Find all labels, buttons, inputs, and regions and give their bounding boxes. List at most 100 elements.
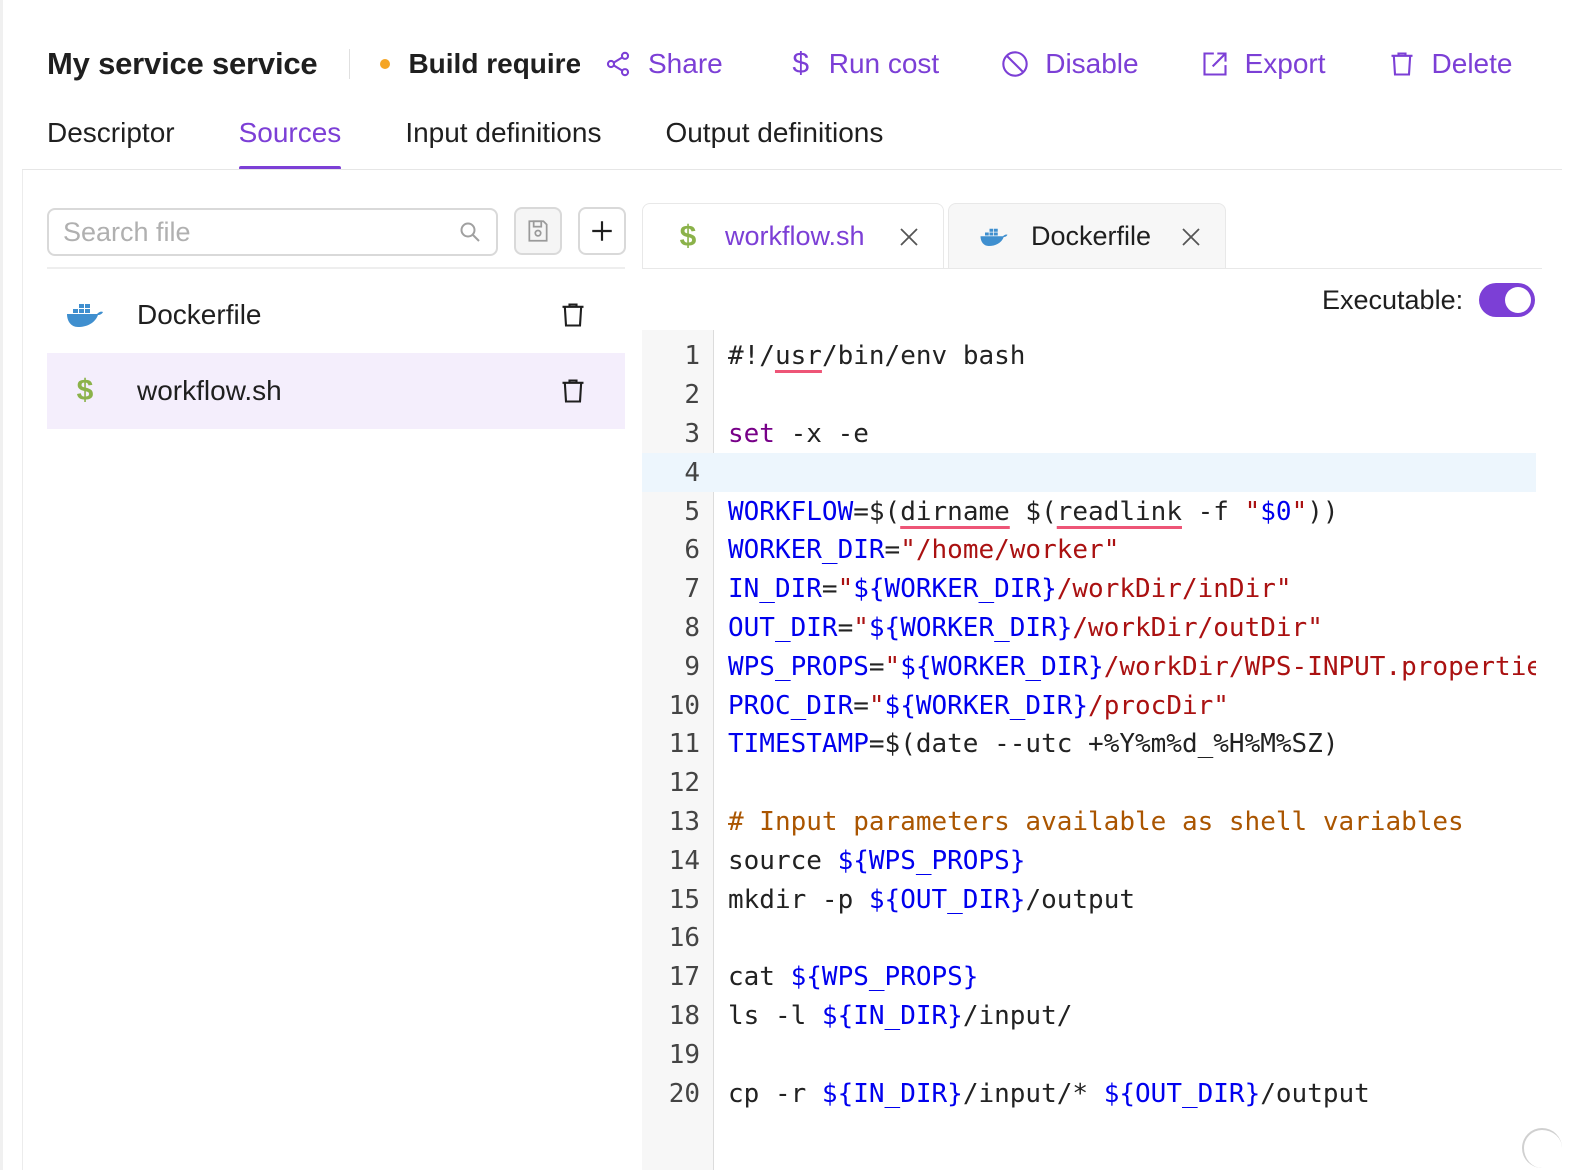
disable-button[interactable]: Disable <box>1001 48 1139 80</box>
page-header: My service service Build required Share … <box>47 38 1547 90</box>
line-number: 14 <box>668 845 700 876</box>
status-dot-icon <box>380 59 391 69</box>
code-text: set -x -e <box>728 419 869 449</box>
tab-descriptor[interactable]: Descriptor <box>47 117 175 148</box>
code-token: /workDir/outDir" <box>1072 612 1323 643</box>
service-tabs: Descriptor Sources Input definitions Out… <box>47 108 883 170</box>
code-token: WORKFLOW <box>728 496 854 527</box>
delete-file-icon[interactable] <box>559 377 587 405</box>
file-item-workflow-sh[interactable]: $ workflow.sh <box>47 353 625 429</box>
tab-sources[interactable]: Sources <box>238 108 341 170</box>
code-line[interactable]: 19 <box>642 1035 1536 1074</box>
code-token: = <box>884 535 901 566</box>
line-number: 17 <box>668 962 700 993</box>
code-token: = <box>868 651 885 682</box>
dollar-icon: $ <box>76 374 94 407</box>
line-number: 11 <box>668 729 700 760</box>
code-text: ls -l ${IN_DIR}/input/ <box>728 1001 1072 1031</box>
code-text: PROC_DIR="${WORKER_DIR}/procDir" <box>728 691 1229 721</box>
trash-icon <box>1391 52 1413 76</box>
code-token: ${IN_DIR} <box>821 1078 963 1109</box>
line-number: 12 <box>668 768 700 799</box>
code-token: $0 <box>1260 496 1292 527</box>
code-text: cp -r ${IN_DIR}/input/* ${OUT_DIR}/outpu… <box>728 1079 1370 1109</box>
toggle-knob <box>1505 287 1532 313</box>
code-token: )) <box>1307 496 1339 527</box>
code-text: # Input parameters available as shell va… <box>728 807 1464 837</box>
editor-tab-workflow-sh[interactable]: $ workflow.sh <box>642 203 944 269</box>
code-token: /procDir" <box>1088 690 1229 721</box>
dollar-icon: $ <box>792 47 810 80</box>
code-token: /output <box>1260 1078 1370 1109</box>
code-line[interactable]: 17 cat ${WPS_PROPS} <box>642 958 1536 997</box>
file-list: Dockerfile $ workflow.sh <box>47 277 625 429</box>
code-line[interactable]: 12 <box>642 764 1536 803</box>
code-line[interactable]: 1#!/usr/bin/env bash <box>642 337 1536 376</box>
editor-tab-label: workflow.sh <box>725 221 865 251</box>
close-icon[interactable] <box>1179 225 1203 249</box>
code-token: dirname <box>900 496 1010 527</box>
code-line[interactable]: 13# Input parameters available as shell … <box>642 803 1536 842</box>
tab-input-definitions[interactable]: Input definitions <box>405 117 602 148</box>
disable-icon <box>1002 51 1028 77</box>
code-token: TIMESTAMP <box>728 729 869 760</box>
line-number: 15 <box>668 884 700 915</box>
code-text: cat ${WPS_PROPS} <box>728 962 978 992</box>
code-token: cat <box>728 962 791 993</box>
add-file-button[interactable] <box>578 207 626 255</box>
tabs-divider <box>22 169 1562 170</box>
code-line[interactable]: 6 WORKER_DIR="/home/worker" <box>642 531 1536 570</box>
save-file-button[interactable] <box>514 207 562 255</box>
delete-file-icon[interactable] <box>559 301 587 329</box>
share-button[interactable]: Share <box>604 48 723 80</box>
code-token: ${WPS_PROPS} <box>837 845 1026 876</box>
tab-output-definitions[interactable]: Output definitions <box>665 117 884 148</box>
code-token: " <box>868 690 885 721</box>
code-line[interactable]: 16 <box>642 919 1536 958</box>
code-line[interactable]: 2 <box>642 376 1536 415</box>
export-button[interactable]: Export <box>1201 48 1326 80</box>
file-list-divider <box>47 267 625 269</box>
code-token: ls -l <box>728 1000 822 1031</box>
panel-left-border <box>22 170 23 1170</box>
editor-tab-dockerfile[interactable]: Dockerfile <box>948 203 1226 269</box>
code-token: usr <box>774 341 822 372</box>
executable-toggle[interactable] <box>1479 283 1536 317</box>
code-token: cp -r <box>728 1078 822 1109</box>
code-token: ${WORKER_DIR} <box>853 574 1057 605</box>
code-token: -f <box>1181 496 1245 527</box>
search-file-input[interactable] <box>63 216 458 248</box>
line-number: 6 <box>684 535 700 566</box>
run-cost-button[interactable]: $ Run cost <box>789 47 939 81</box>
scroll-handle[interactable] <box>1522 1128 1562 1168</box>
delete-label: Delete <box>1431 48 1513 79</box>
status-indicator: Build required <box>380 48 580 80</box>
share-icon <box>606 51 630 77</box>
code-line[interactable]: 4 <box>642 453 1536 493</box>
search-file-field <box>47 208 498 256</box>
code-text: WORKER_DIR="/home/worker" <box>728 535 1119 565</box>
export-icon <box>1203 52 1227 76</box>
line-number: 2 <box>684 380 700 411</box>
code-token: mkdir -p <box>728 884 869 915</box>
file-item-dockerfile[interactable]: Dockerfile <box>47 277 625 353</box>
delete-button[interactable]: Delete <box>1388 48 1513 80</box>
code-token: /workDir/inDir" <box>1056 574 1292 605</box>
code-token: " <box>884 651 901 682</box>
window-left-border <box>0 0 3 1170</box>
code-token: =$( <box>853 496 901 527</box>
close-icon[interactable] <box>897 225 921 249</box>
docker-icon <box>63 301 107 329</box>
